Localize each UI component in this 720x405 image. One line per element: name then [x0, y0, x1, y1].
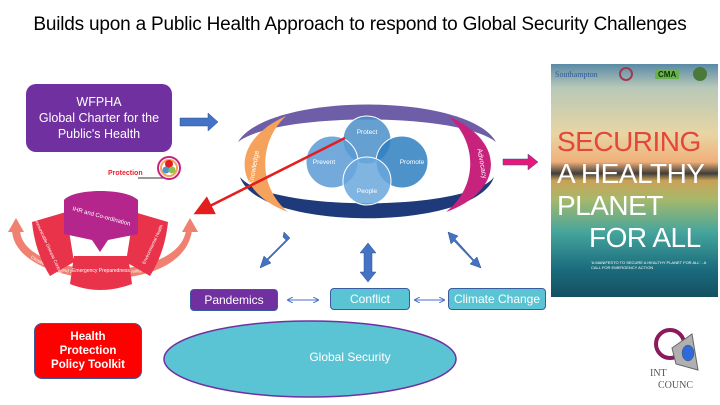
- report-title-line-1: SECURING: [557, 126, 701, 157]
- toolkit-line-3: Policy Toolkit: [51, 359, 125, 371]
- double-arrow-pandemics: [259, 231, 291, 269]
- toolkit-line-2: Protection: [59, 345, 117, 357]
- charter-wheel: Governance Capacity Knowledge Advocacy P…: [238, 97, 496, 230]
- arc-arrowhead-right: [182, 218, 198, 232]
- prevent-label: Prevent: [313, 159, 336, 166]
- protection-label: Protection: [108, 170, 143, 177]
- promote-label: Promote: [400, 159, 425, 166]
- knowledge-segment: [244, 116, 288, 212]
- cma-logo: CMA: [655, 70, 680, 79]
- segment-communicable-disease: [32, 212, 74, 276]
- protection-circle-icon: [157, 156, 181, 180]
- report-title-line-2: A HEALTHY: [557, 158, 705, 189]
- conflict-box: Conflict: [330, 288, 410, 310]
- toolkit-wheel: Climate Change and Sustainability - adap…: [8, 191, 198, 290]
- double-arrow-climate: [447, 231, 482, 269]
- report-cover-image: Southampton CMA SECURING A HEALTHY PLANE…: [551, 64, 718, 297]
- partner-logo: [619, 67, 633, 81]
- slide-title: Builds upon a Public Health Approach to …: [33, 14, 687, 35]
- arrow-wfpha-to-wheel: [179, 112, 219, 132]
- climate-change-box: Climate Change: [448, 288, 546, 310]
- segment-ihr-coordination: [64, 191, 138, 252]
- report-title-line-4: FOR ALL: [589, 222, 701, 253]
- footer-logo-text-1: INT: [650, 368, 667, 379]
- footer-logo: INT COUNC: [650, 326, 710, 396]
- report-subtitle: 'A MANIFESTO TO SECURE A HEALTHY PLANET …: [591, 260, 707, 270]
- footer-logo-text-2: COUNC: [658, 380, 694, 391]
- wfpha-line-2: Global Charter for the: [38, 111, 160, 125]
- governance-segment: [238, 104, 496, 142]
- health-protection-toolkit-box: Health Protection Policy Toolkit: [34, 323, 142, 379]
- protection-badge: [138, 156, 181, 180]
- emergency-label: Emergency Preparedness: [72, 268, 130, 274]
- segment-emergency-preparedness: [70, 256, 132, 290]
- toolkit-line-1: Health: [70, 331, 106, 343]
- global-security-ellipse: [163, 320, 457, 398]
- partner-logo-2: [693, 67, 707, 81]
- wfpha-line-1: WFPHA: [76, 95, 122, 109]
- advocacy-segment: [446, 116, 491, 212]
- arc-arrowhead-left: [8, 218, 24, 232]
- pandemics-box: Pandemics: [190, 289, 278, 311]
- governance-label: Governance: [345, 97, 389, 106]
- report-title-line-3: PLANET: [557, 190, 663, 221]
- footer-logo-graphic: [654, 328, 699, 371]
- capacity-segment: [240, 177, 494, 219]
- people-circle: [342, 156, 392, 206]
- wfpha-charter-box: WFPHA Global Charter for the Public's He…: [26, 84, 172, 152]
- arrow-protect-to-toolkit: [193, 136, 346, 215]
- capacity-label: Capacity: [351, 221, 382, 230]
- arrow-wheel-to-report: [502, 153, 539, 171]
- global-security-label: Global Security: [309, 350, 391, 364]
- protect-label: Protect: [357, 129, 378, 136]
- double-arrow-conflict: [359, 242, 377, 283]
- southampton-logo: Southampton: [555, 70, 598, 79]
- speaker-icon[interactable]: [671, 333, 699, 371]
- people-label: People: [357, 188, 378, 195]
- wfpha-line-3: Public's Health: [57, 127, 141, 141]
